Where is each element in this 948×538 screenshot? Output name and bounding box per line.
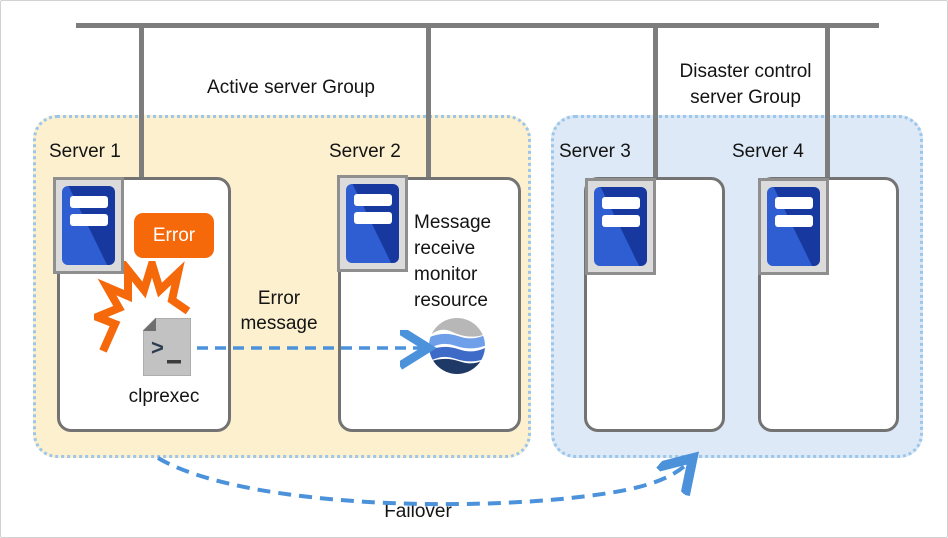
server-slot [354,212,392,224]
disaster-group-label: Disaster control server Group [679,61,812,108]
network-drop-server2 [426,23,431,180]
server2-label: Server 2 [329,141,401,162]
network-drop-server1 [139,23,144,180]
server-tower-icon [585,178,656,275]
monitor-resource-globe-icon [429,318,485,374]
error-burst-icon [94,261,191,353]
failover-label: Failover [384,501,452,522]
command-script-document-icon: > [143,318,191,376]
server-tower-body [62,186,115,265]
network-drop-server3 [653,23,658,181]
server-tower-icon [337,175,408,272]
server-tower-body [594,187,647,266]
server1-label: Server 1 [49,141,121,162]
network-bus-line [76,23,879,28]
server-tower-icon [758,178,829,275]
error-badge: Error [134,213,214,258]
active-group-label: Active server Group [207,77,375,98]
server4-label: Server 4 [732,141,804,162]
svg-text:>: > [151,335,164,360]
clprexec-label: clprexec [128,386,200,407]
server-slot [775,215,813,227]
server-tower-body [767,187,820,266]
server3-label: Server 3 [559,141,631,162]
failover-arrow [156,458,690,507]
server-slot [602,215,640,227]
server-tower-body [346,184,399,263]
server-slot [602,197,640,209]
server-slot [70,196,108,208]
server-slot [775,197,813,209]
network-drop-server4 [825,23,830,181]
server-tower-icon [53,177,124,274]
server-slot [354,194,392,206]
error-message-label: Error message [240,288,318,334]
monitor-resource-label: Message receive monitor resource [414,212,492,311]
server-slot [70,214,108,226]
